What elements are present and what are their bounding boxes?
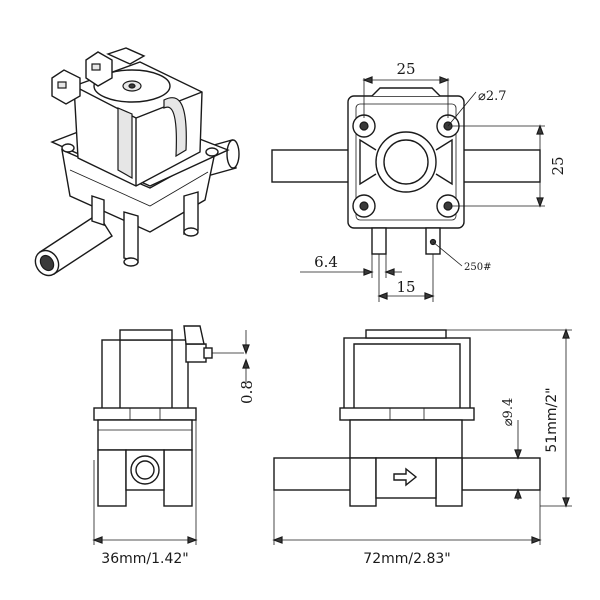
- top-terminal-left: [371, 227, 387, 255]
- dim-overall-height: 51mm/2": [544, 387, 560, 452]
- front-body: [349, 419, 463, 459]
- front-coil: [343, 337, 471, 411]
- dim-top-height: 25: [549, 156, 567, 175]
- side-body: [97, 419, 193, 451]
- isometric-view: [34, 47, 240, 277]
- front-leg-right: [435, 457, 463, 507]
- side-flange: [93, 407, 197, 421]
- front-leg-left: [349, 457, 377, 507]
- side-leg-right: [163, 449, 193, 507]
- iso-flange-hole: [61, 143, 75, 153]
- front-tube-right: [461, 457, 541, 491]
- top-hub: [375, 131, 437, 193]
- dim-side-gap: 0.8: [238, 380, 256, 404]
- iso-valve-body: [61, 148, 216, 233]
- side-terminal: [185, 343, 207, 363]
- dim-terminal-width: 6.4: [314, 253, 338, 271]
- label-terminal-type: 250#: [464, 262, 491, 273]
- side-coil: [101, 339, 189, 411]
- iso-leg-2: [123, 211, 139, 263]
- top-tube-left: [271, 149, 351, 183]
- side-port: [130, 455, 160, 485]
- front-tube-left: [273, 457, 353, 491]
- top-tube-right: [461, 149, 541, 183]
- dim-overall-depth: 36mm/1.42": [101, 551, 188, 567]
- top-view: 25 ⌀2.7 25 6.4 15 250#: [271, 60, 567, 302]
- iso-leg-1: [91, 195, 105, 226]
- dim-overall-length: 72mm/2.83": [363, 551, 450, 567]
- iso-inlet-mouth: [226, 139, 240, 169]
- iso-outlet-bore: [39, 254, 55, 272]
- flow-direction-arrow-icon: [393, 467, 418, 487]
- dim-tube-diameter: ⌀9.4: [501, 398, 516, 427]
- dim-top-width: 25: [396, 60, 415, 78]
- side-view: 0.8 36mm/1.42": [92, 325, 256, 567]
- iso-plunger-icon: [128, 83, 136, 89]
- dim-hole-diameter: ⌀2.7: [478, 89, 507, 104]
- iso-bracket: [117, 107, 133, 180]
- side-leg-left: [97, 449, 127, 507]
- front-view: ⌀9.4 51mm/2" 72mm/2.83": [272, 328, 572, 567]
- front-flange: [339, 407, 475, 421]
- dim-terminal-pitch: 15: [396, 278, 415, 296]
